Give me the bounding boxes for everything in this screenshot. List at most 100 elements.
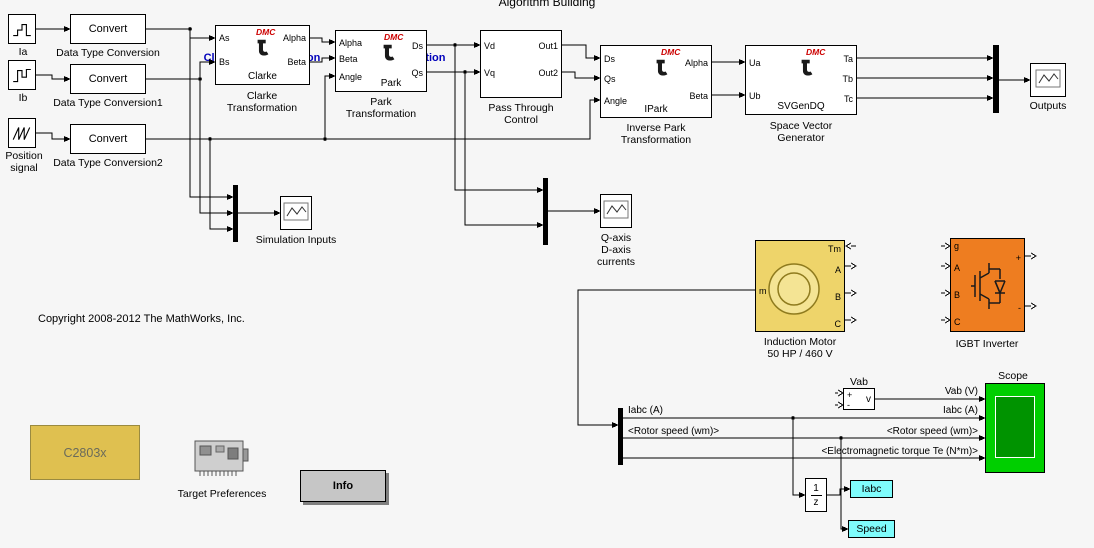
motor-windings-icon xyxy=(768,263,820,315)
simulation-inputs-scope-block[interactable] xyxy=(280,196,312,230)
port-tc: Tc xyxy=(844,94,853,104)
unit-delay-block[interactable]: 1 z xyxy=(805,478,827,512)
mux-qd-currents[interactable] xyxy=(543,178,548,245)
ti-logo-icon xyxy=(257,39,269,56)
port-ds: Ds xyxy=(412,41,423,51)
dmc-label: DMC xyxy=(384,32,404,42)
park-inner-name: Park xyxy=(380,78,402,89)
port-tm: Tm xyxy=(828,244,841,254)
scope-label: Scope xyxy=(998,370,1028,382)
delay-denominator: z xyxy=(813,496,819,508)
signal-label-vab: Vab (V) xyxy=(944,386,978,397)
convert-text: Convert xyxy=(88,23,128,35)
info-button-label: Info xyxy=(332,480,354,492)
signal-label-iabc: Iabc (A) xyxy=(942,405,978,416)
inverse-park-label: Inverse Park Transformation xyxy=(620,122,692,146)
port-qs: Qs xyxy=(604,74,616,84)
target-preferences-block[interactable] xyxy=(192,438,252,480)
port-vq: Vq xyxy=(484,68,496,78)
scope-block[interactable] xyxy=(985,383,1045,473)
port-out1: Out1 xyxy=(538,41,558,51)
igbt-inverter-label: IGBT Inverter xyxy=(955,338,1019,350)
source-block-ib[interactable] xyxy=(8,60,36,90)
induction-motor-label: Induction Motor 50 HP / 460 V xyxy=(763,336,837,360)
port-plus: + xyxy=(1015,253,1021,263)
port-c: C xyxy=(834,319,842,329)
data-type-conversion-block-1[interactable]: Convert xyxy=(70,14,146,44)
park-label: Park Transformation xyxy=(345,96,417,120)
scope-screen xyxy=(995,396,1035,458)
svgen-label: Space Vector Generator xyxy=(769,120,833,144)
port-minus: - xyxy=(847,400,850,410)
outputs-scope-block[interactable] xyxy=(1030,63,1066,97)
port-minus: - xyxy=(1018,303,1021,313)
igbt-inverter-block[interactable]: g A B C + - xyxy=(950,238,1025,332)
qd-currents-scope-block[interactable] xyxy=(600,194,632,228)
inverse-park-block[interactable]: Ds Qs Angle Alpha Beta DMC IPark xyxy=(600,45,712,118)
port-bs: Bs xyxy=(219,57,230,67)
port-g: g xyxy=(954,241,960,251)
port-ub: Ub xyxy=(749,91,761,101)
port-b: B xyxy=(834,292,841,302)
convert-text: Convert xyxy=(88,73,128,85)
outputs-label: Outputs xyxy=(1029,100,1067,112)
c2803x-target-block[interactable]: C2803x xyxy=(30,425,140,480)
port-as: As xyxy=(219,33,230,43)
port-plus: + xyxy=(847,390,853,400)
svgen-inner-name: SVGenDQ xyxy=(777,101,825,112)
bus-selector[interactable] xyxy=(618,408,623,465)
port-v: v xyxy=(866,394,871,405)
data-type-conversion-block-3[interactable]: Convert xyxy=(70,124,146,154)
goto-tag-iabc[interactable]: Iabc xyxy=(850,480,893,498)
port-angle: Angle xyxy=(339,72,363,82)
clarke-label: Clarke Transformation xyxy=(226,90,298,114)
vab-label: Vab xyxy=(850,376,868,388)
target-preferences-label: Target Preferences xyxy=(177,488,267,500)
dmc-label: DMC xyxy=(806,47,826,57)
model-title: Algorithm Building xyxy=(498,0,596,9)
c2803x-label: C2803x xyxy=(63,445,107,460)
clarke-transformation-block[interactable]: As Bs Alpha Beta DMC Clarke xyxy=(215,25,310,85)
port-ds: Ds xyxy=(604,54,615,64)
port-beta: Beta xyxy=(689,91,708,101)
signal-label-torque: <Electromagnetic torque Te (N*m)> xyxy=(821,446,978,457)
simulation-inputs-label: Simulation Inputs xyxy=(255,234,337,246)
source-label-position: Position signal xyxy=(5,150,43,174)
voltage-measurement-block[interactable]: + - v xyxy=(843,388,875,410)
port-alpha: Alpha xyxy=(684,58,708,68)
scope-screen-icon xyxy=(1035,69,1061,88)
dmc-label: DMC xyxy=(661,47,681,57)
port-tb: Tb xyxy=(842,74,853,84)
scope-screen-icon xyxy=(603,200,629,219)
step-signal-icon xyxy=(13,68,31,83)
port-qs: Qs xyxy=(411,68,423,78)
fraction-line xyxy=(810,494,822,496)
park-transformation-block[interactable]: Alpha Beta Angle Ds Qs DMC Park xyxy=(335,30,427,92)
pass-through-control-block[interactable]: Vd Vq Out1 Out2 xyxy=(480,30,562,98)
info-button[interactable]: Info xyxy=(300,470,386,502)
goto-tag-speed[interactable]: Speed xyxy=(848,520,895,538)
port-ua: Ua xyxy=(749,58,761,68)
port-angle: Angle xyxy=(604,96,628,106)
mux-outputs[interactable] xyxy=(993,45,999,113)
source-block-position[interactable] xyxy=(8,118,36,148)
ipark-inner-name: IPark xyxy=(644,104,668,115)
source-block-ia[interactable] xyxy=(8,14,36,44)
sawtooth-signal-icon xyxy=(12,127,31,140)
induction-motor-block[interactable]: Tm m A B C xyxy=(755,240,845,332)
mux-simulation-inputs[interactable] xyxy=(233,185,238,242)
port-vd: Vd xyxy=(484,41,496,51)
port-a: A xyxy=(834,265,841,275)
ti-logo-icon xyxy=(656,59,668,76)
ti-logo-icon xyxy=(383,44,395,61)
data-type-conversion-block-2[interactable]: Convert xyxy=(70,64,146,94)
pcb-board-icon xyxy=(194,440,249,476)
copyright-text: Copyright 2008-2012 The MathWorks, Inc. xyxy=(38,313,245,325)
space-vector-generator-block[interactable]: Ua Ub Ta Tb Tc DMC SVGenDQ xyxy=(745,45,857,115)
step-signal-icon xyxy=(13,24,31,37)
pass-through-label: Pass Through Control xyxy=(488,102,554,126)
port-alpha: Alpha xyxy=(339,38,363,48)
port-out2: Out2 xyxy=(538,68,558,78)
port-b: B xyxy=(954,290,961,300)
